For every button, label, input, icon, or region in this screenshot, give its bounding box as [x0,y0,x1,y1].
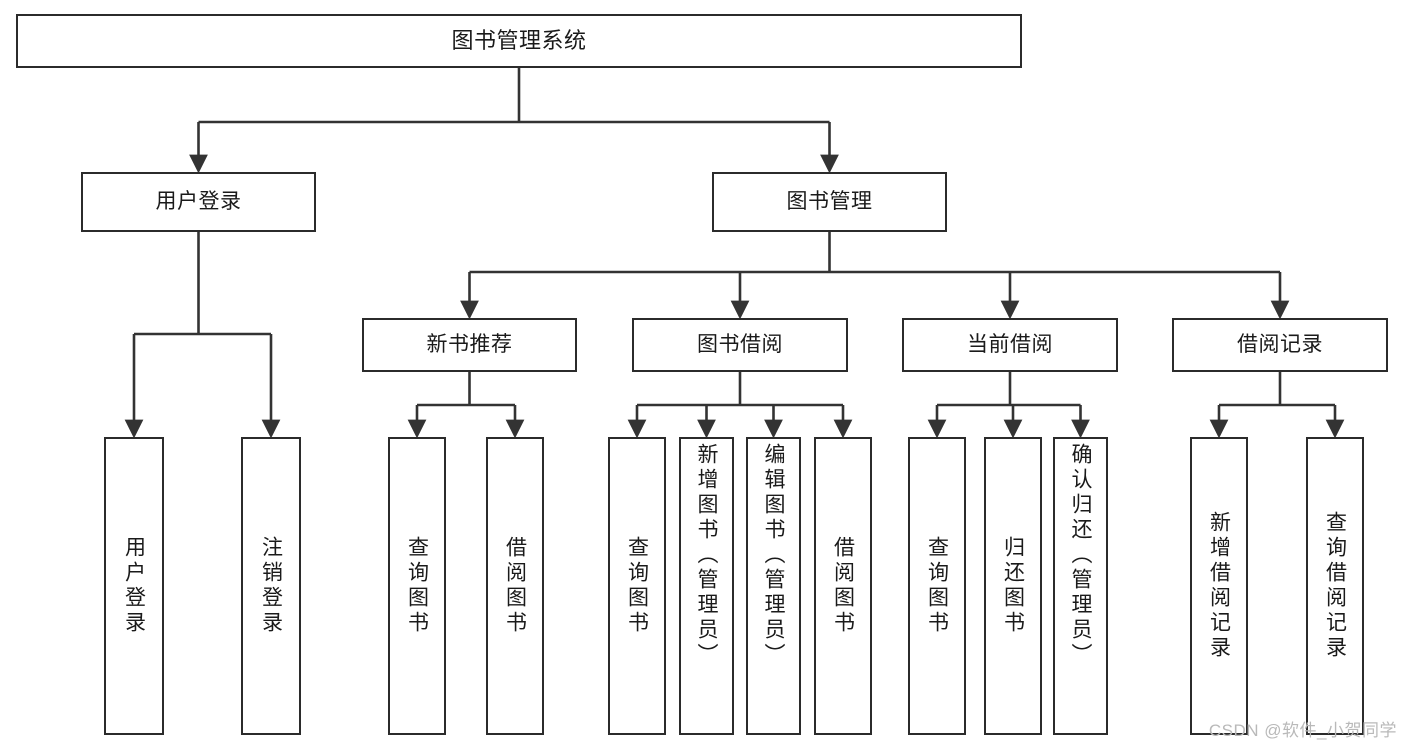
node-label: 借阅记录 [1237,332,1323,356]
node-label: 新书推荐 [426,332,513,356]
node-root-system[interactable]: 图书管理系统 [16,14,1022,68]
node-leaf-add-borrow-record[interactable]: 新增借阅记录 [1190,437,1248,735]
node-label: 图书借阅 [697,332,783,356]
node-borrow-record[interactable]: 借阅记录 [1172,318,1388,372]
node-leaf-query-book-recommend[interactable]: 查询图书 [388,437,446,735]
node-leaf-add-book[interactable]: 新增图书（管理员） [679,437,734,735]
node-label: 注销登录 [259,536,283,636]
node-label: 用户登录 [122,536,146,636]
node-label: 确认归还（管理员） [1069,443,1092,668]
node-leaf-borrow-book-recommend[interactable]: 借阅图书 [486,437,544,735]
node-leaf-edit-book[interactable]: 编辑图书（管理员） [746,437,801,735]
node-leaf-confirm-return[interactable]: 确认归还（管理员） [1053,437,1108,735]
node-label: 新增借阅记录 [1207,511,1231,661]
node-label: 图书管理系统 [451,28,587,54]
node-new-book-recommend[interactable]: 新书推荐 [362,318,577,372]
node-label: 借阅图书 [831,536,855,636]
node-user-login[interactable]: 用户登录 [81,172,316,232]
node-leaf-user-login[interactable]: 用户登录 [104,437,164,735]
node-leaf-query-borrow-record[interactable]: 查询借阅记录 [1306,437,1364,735]
node-label: 新增图书（管理员） [695,443,718,668]
node-leaf-query-book-borrow[interactable]: 查询图书 [608,437,666,735]
node-label: 用户登录 [155,189,242,213]
node-label: 查询图书 [405,536,429,636]
node-label: 编辑图书（管理员） [762,443,785,668]
node-leaf-return-book[interactable]: 归还图书 [984,437,1042,735]
node-label: 借阅图书 [503,536,527,636]
node-book-manage[interactable]: 图书管理 [712,172,947,232]
node-leaf-query-book-current[interactable]: 查询图书 [908,437,966,735]
node-current-borrow[interactable]: 当前借阅 [902,318,1118,372]
node-leaf-user-logout[interactable]: 注销登录 [241,437,301,735]
node-label: 归还图书 [1001,536,1025,636]
node-leaf-borrow-book[interactable]: 借阅图书 [814,437,872,735]
node-book-borrow[interactable]: 图书借阅 [632,318,848,372]
node-label: 图书管理 [786,189,873,213]
node-label: 查询借阅记录 [1323,511,1347,661]
node-label: 查询图书 [925,536,949,636]
node-label: 查询图书 [625,536,649,636]
node-label: 当前借阅 [967,332,1053,356]
